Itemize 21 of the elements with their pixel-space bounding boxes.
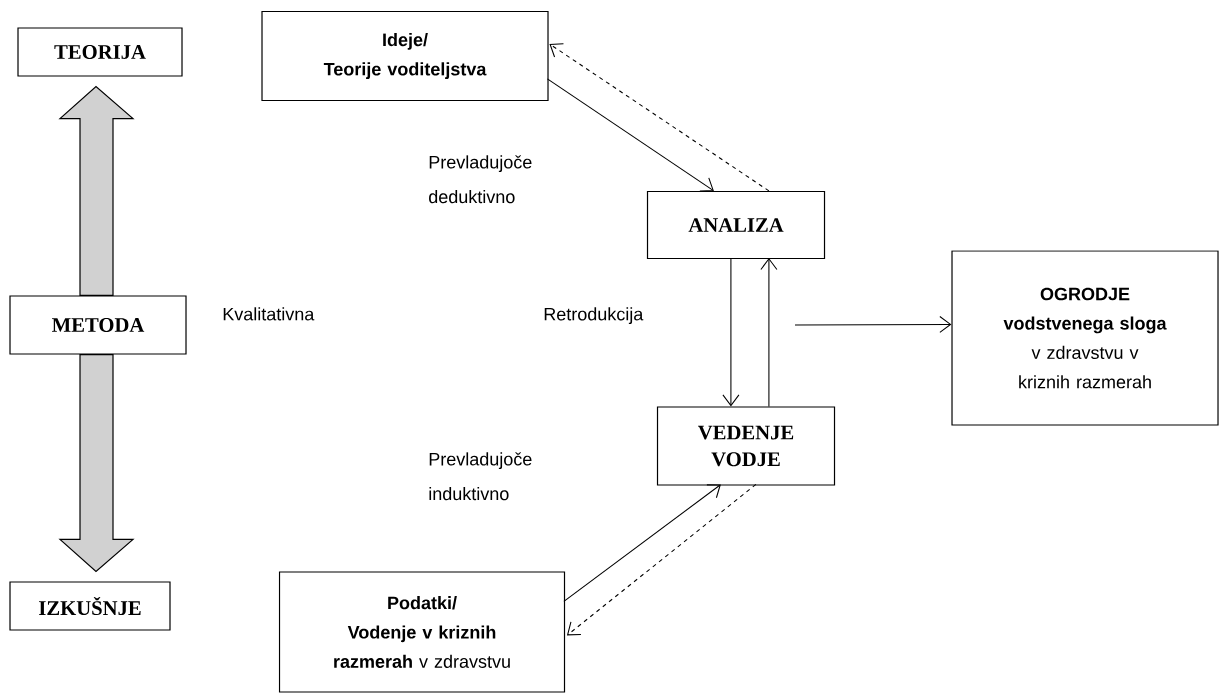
result-box: OGRODJE vodstvenega sloga v zdravstvu v kriznih razmerah bbox=[951, 250, 1219, 426]
process-box: Podatki/ Vodenje v kriznih razmerah v zdravstvu bbox=[278, 571, 566, 693]
annotation: Kvalitativna bbox=[223, 307, 315, 321]
arrow bbox=[546, 78, 714, 192]
process-box: Ideje/ Teorije voditeljstva bbox=[261, 10, 549, 102]
block-arrow bbox=[58, 85, 135, 296]
level-box: IZKUŠNJE bbox=[9, 581, 171, 631]
arrow bbox=[722, 257, 740, 407]
block-arrow bbox=[58, 354, 135, 573]
level-box: METODA bbox=[9, 295, 187, 355]
annotation: Prevladujoče induktivno bbox=[429, 452, 532, 501]
process-box: VEDENJE VODJE bbox=[656, 406, 836, 486]
arrow bbox=[760, 257, 778, 407]
arrow bbox=[794, 315, 952, 333]
arrow bbox=[563, 484, 721, 602]
process-box: ANALIZA bbox=[646, 190, 826, 260]
arrow bbox=[549, 43, 770, 192]
annotation: Prevladujoče deduktivno bbox=[429, 155, 532, 204]
level-box: TEORIJA bbox=[17, 27, 183, 77]
arrow bbox=[566, 483, 757, 636]
annotation: Retrodukcija bbox=[544, 307, 644, 325]
